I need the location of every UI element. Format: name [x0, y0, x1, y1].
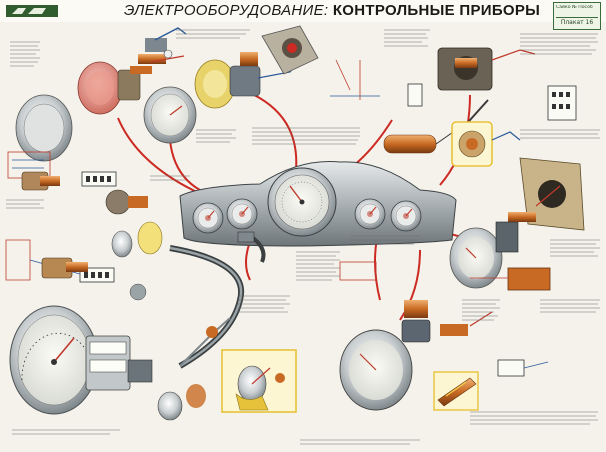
instrument-panel-icon — [179, 161, 457, 247]
temperature-gauge-assembly — [143, 52, 301, 144]
resistor-cylinder — [383, 129, 457, 154]
fine-print-strokes — [6, 29, 600, 445]
sheet-box: Сайко № Пособ Плакат 16 — [553, 2, 601, 30]
speedometer-inset — [221, 349, 297, 413]
sheet-number: Плакат 16 — [556, 17, 598, 27]
fuel-gauge-assembly — [15, 27, 187, 162]
page-title: ЭЛЕКТРООБОРУДОВАНИЕ: КОНТРОЛЬНЫЕ ПРИБОРЫ — [124, 2, 540, 19]
oil-pressure-assembly — [261, 25, 536, 136]
speedometer-icon — [9, 305, 206, 421]
temperature-sensor-icon — [339, 300, 493, 411]
sheet-line1: Сайко № Пособ — [556, 5, 593, 10]
ammeter-assembly — [449, 157, 585, 289]
logo-icon — [6, 5, 58, 17]
sensor-assembly-left — [21, 171, 163, 301]
header-bar — [0, 0, 606, 22]
wiring-diagram-left — [5, 151, 117, 283]
title-part2: КОНТРОЛЬНЫЕ ПРИБОРЫ — [332, 2, 541, 19]
speedometer-cable-icon — [169, 231, 266, 369]
sensor-inset-right — [451, 121, 521, 167]
wiring-diagram-right — [330, 59, 577, 377]
title-part1: ЭЛЕКТРООБОРУДОВАНИЕ: — [124, 2, 329, 19]
